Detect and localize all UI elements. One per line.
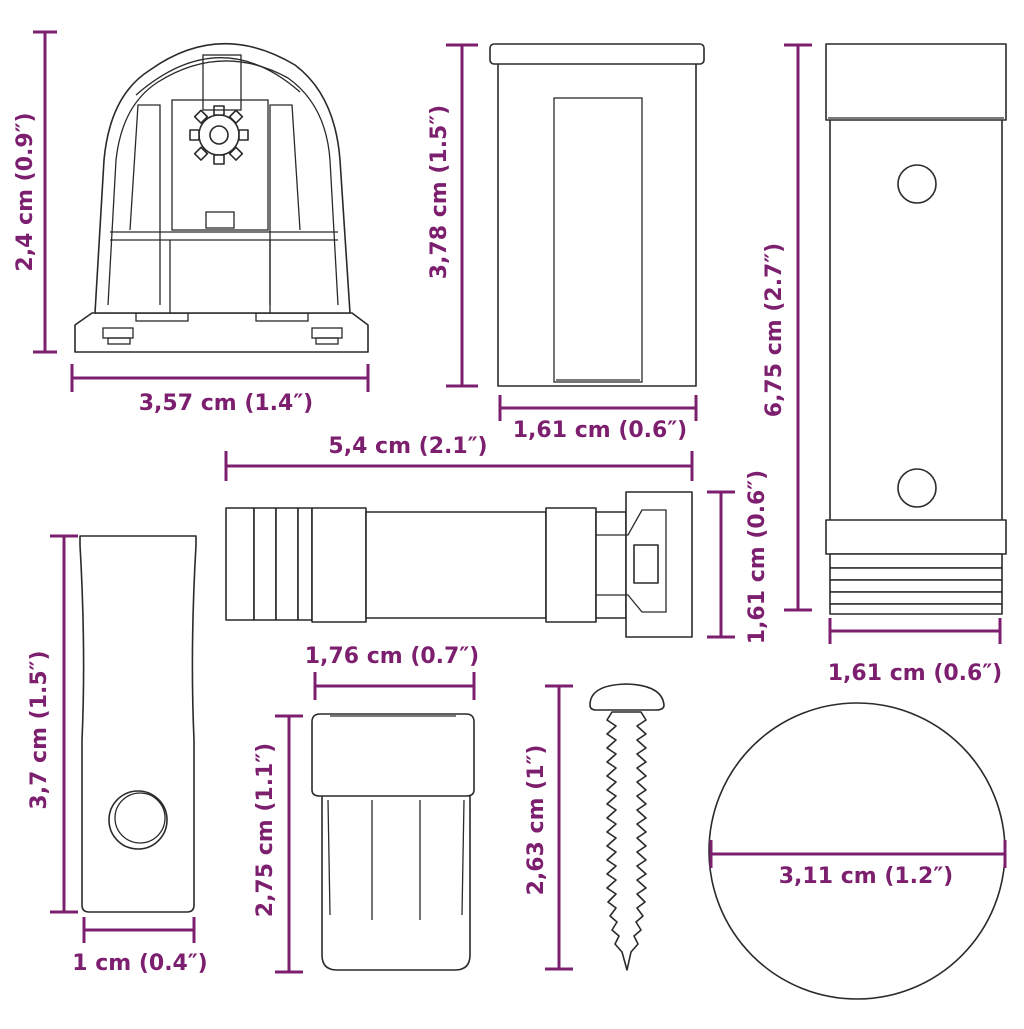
connector-height-label: 1,61 cm (0.6″) [745, 470, 770, 644]
dimension-sleeve-width: 1,61 cm (0.6″) [498, 395, 698, 443]
dimension-plate-width: 1 cm (0.4″) [72, 917, 208, 976]
cap-width-label: 1,76 cm (0.7″) [305, 644, 479, 669]
plate-width-label: 1 cm (0.4″) [72, 951, 208, 976]
rail-hole-top [897, 164, 937, 204]
dimension-rail-width: 1,61 cm (0.6″) [828, 618, 1002, 686]
gear-icon [189, 105, 249, 165]
plate-height-label: 3,7 cm (1.5″) [27, 650, 52, 809]
flat-plate [79, 535, 197, 913]
connector [225, 491, 693, 638]
dimension-connector-height: 1,61 cm (0.6″) [707, 470, 770, 644]
cap-height-label: 2,75 cm (1.1″) [253, 743, 278, 917]
dimension-sleeve-height: 3,78 cm (1.5″) [427, 43, 478, 388]
dimension-rail-height: 6,75 cm (2.7″) [762, 43, 812, 612]
screw [589, 683, 665, 971]
sleeve-height-label: 3,78 cm (1.5″) [427, 105, 452, 279]
bracket-width-label: 3,57 cm (1.4″) [139, 391, 313, 416]
sleeve [489, 43, 705, 387]
dimension-screw-length: 2,63 cm (1″) [524, 684, 573, 971]
end-cap [311, 713, 475, 971]
dimension-bracket-height: 2,4 cm (0.9″) [13, 30, 57, 354]
dimension-plate-height: 3,7 cm (1.5″) [27, 534, 78, 914]
rail [825, 43, 1007, 615]
disc-diameter-label: 3,11 cm (1.2″) [779, 864, 953, 889]
rail-height-label: 6,75 cm (2.7″) [762, 243, 787, 417]
connector-length-label: 5,4 cm (2.1″) [328, 434, 487, 459]
rail-width-label: 1,61 cm (0.6″) [828, 661, 1002, 686]
dimension-bracket-width: 3,57 cm (1.4″) [70, 364, 370, 416]
dimension-connector-length: 5,4 cm (2.1″) [224, 434, 694, 481]
dimension-cap-width: 1,76 cm (0.7″) [305, 644, 479, 700]
mounting-bracket [74, 42, 369, 353]
disc [708, 702, 1006, 1000]
rail-hole-bottom [897, 468, 937, 508]
dimension-disc-diameter: 3,11 cm (1.2″) [709, 840, 1007, 889]
sleeve-width-label: 1,61 cm (0.6″) [513, 418, 687, 443]
dimension-cap-height: 2,75 cm (1.1″) [253, 714, 303, 974]
screw-length-label: 2,63 cm (1″) [524, 745, 549, 896]
bracket-height-label: 2,4 cm (0.9″) [13, 112, 38, 271]
